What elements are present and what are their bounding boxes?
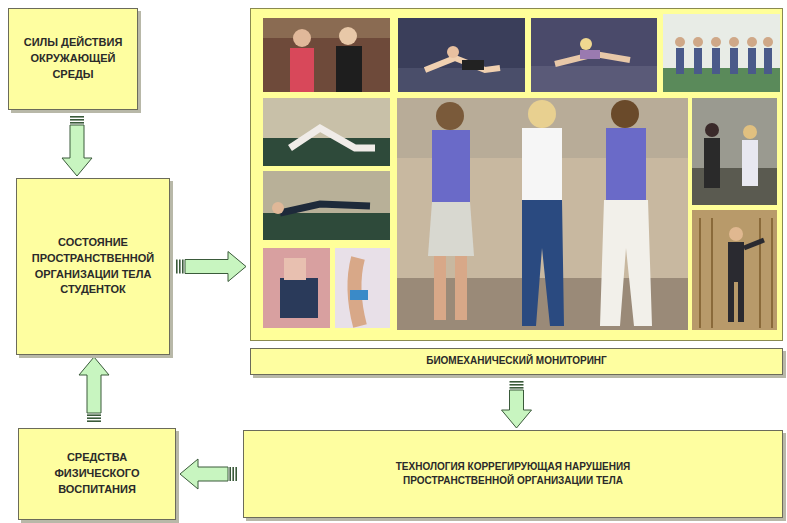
arrow-tail-stripe xyxy=(87,417,101,419)
photo-collage xyxy=(250,8,783,342)
block-arrow-body xyxy=(185,252,246,282)
state-box: СОСТОЯНИЕ ПРОСТРАНСТВЕННОЙ ОРГАНИЗАЦИИ Т… xyxy=(16,178,170,355)
node-label: СОСТОЯНИЕ ПРОСТРАНСТВЕННОЙ ОРГАНИЗАЦИИ Т… xyxy=(25,235,161,299)
block-arrow-body xyxy=(79,357,109,413)
arrow-tail-stripe xyxy=(182,260,184,274)
arrow-tail-stripe xyxy=(70,122,84,124)
block-arrow-body xyxy=(502,390,532,428)
block-arrow xyxy=(180,459,237,489)
arrow-tail-stripe xyxy=(70,119,84,121)
arrow-tail-stripe xyxy=(232,467,234,481)
arrow-tail-stripe xyxy=(510,381,524,383)
arrow-tail-stripe xyxy=(510,387,524,389)
monitoring-band: БИОМЕХАНИЧЕСКИЙ МОНИТОРИНГ xyxy=(250,8,783,375)
arrow-tail-stripe xyxy=(179,260,181,274)
arrow-tail-stripe xyxy=(87,420,101,422)
means-box: СРЕДСТВА ФИЗИЧЕСКОГО ВОСПИТАНИЯ xyxy=(18,428,176,520)
arrow-tail-stripe xyxy=(229,467,231,481)
arrow-tail-stripe xyxy=(235,467,237,481)
block-arrow-body xyxy=(180,459,228,489)
technology-box: ТЕХНОЛОГИЯ КОРРЕГИРУЮЩАЯ НАРУШЕНИЯ ПРОСТ… xyxy=(243,430,783,518)
arrow-tail-stripe xyxy=(70,116,84,118)
environment-box: СИЛЫ ДЕЙСТВИЯ ОКРУЖАЮЩЕЙ СРЕДЫ xyxy=(8,8,138,110)
arrow-tail-stripe xyxy=(87,414,101,416)
block-arrow xyxy=(502,381,532,428)
arrow-tail-stripe xyxy=(176,260,178,274)
arrow-tail-stripe xyxy=(510,384,524,386)
node-label: СИЛЫ ДЕЙСТВИЯ ОКРУЖАЮЩЕЙ СРЕДЫ xyxy=(17,35,129,83)
block-arrow xyxy=(62,116,92,176)
block-arrow-body xyxy=(62,125,92,176)
node-label: СРЕДСТВА ФИЗИЧЕСКОГО ВОСПИТАНИЯ xyxy=(27,450,167,498)
label-band: БИОМЕХАНИЧЕСКИЙ МОНИТОРИНГ xyxy=(250,348,783,375)
node-label: БИОМЕХАНИЧЕСКИЙ МОНИТОРИНГ xyxy=(426,354,607,369)
block-arrow xyxy=(176,252,246,282)
node-label: ТЕХНОЛОГИЯ КОРРЕГИРУЮЩАЯ НАРУШЕНИЯ ПРОСТ… xyxy=(374,460,652,489)
block-arrow xyxy=(79,357,109,422)
